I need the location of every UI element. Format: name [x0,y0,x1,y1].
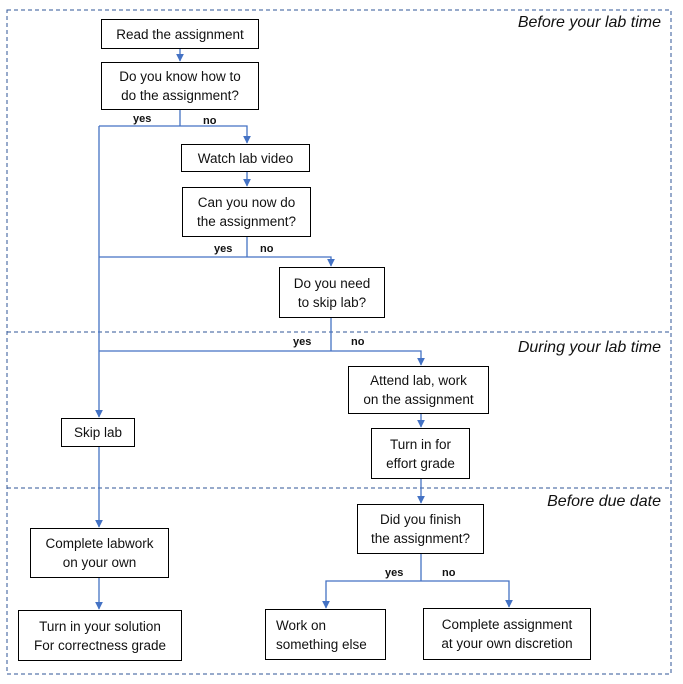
arrow-can-no [247,256,335,267]
label-no-skip: no [351,336,365,348]
phase-label-during-lab: During your lab time [517,339,661,356]
box-attend-lab: Attend lab, work on the assignment [348,366,489,414]
arrow-finish-yes [322,580,421,609]
box-turn-solution: Turn in your solution For correctness gr… [18,610,182,661]
box-complete-discretion: Complete assignment at your own discreti… [423,608,591,660]
box-can-now: Can you now do the assignment? [182,187,311,237]
phase-border [6,9,672,675]
box-know-how: Do you know how to do the assignment? [101,62,259,110]
box-did-finish: Did you finish the assignment? [357,504,484,554]
arrow-finish-no [421,580,513,608]
label-no-finish: no [442,567,456,579]
label-yes-can: yes [214,243,233,255]
box-watch-video: Watch lab video [181,144,310,172]
box-read-assignment: Read the assignment [101,19,259,49]
label-no-can: no [260,243,274,255]
phase-label-before-due: Before due date [547,493,661,510]
label-yes-skip: yes [293,336,312,348]
box-skip-lab: Skip lab [61,418,135,447]
box-need-skip: Do you need to skip lab? [279,267,385,318]
label-yes-finish: yes [385,567,404,579]
box-turn-effort: Turn in for effort grade [371,428,470,479]
arrow-know-no [180,125,251,144]
label-yes-know: yes [133,113,152,125]
box-complete-own: Complete labwork on your own [30,528,169,578]
arrow-skip-no [331,350,425,366]
phase-label-before-lab: Before your lab time [517,14,661,31]
box-work-else: Work on something else [265,609,386,660]
label-no-know: no [203,115,217,127]
